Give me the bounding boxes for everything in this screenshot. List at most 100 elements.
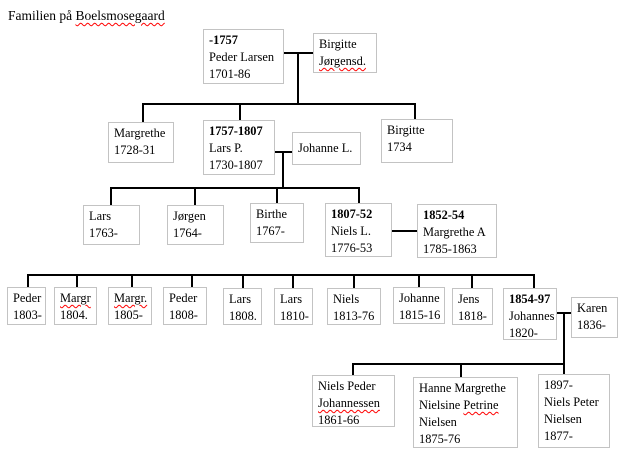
node-text-line: 1897-	[544, 378, 573, 392]
node-text-line: 1861-66	[318, 413, 360, 427]
node-text-line: 1776-53	[331, 241, 373, 255]
sibling-line-gen4	[27, 274, 535, 276]
node-margr-1805: Margr. 1805-	[108, 287, 152, 325]
drop-birgitte-1734	[414, 103, 416, 120]
node-text-line: 1763-	[89, 226, 118, 240]
node-text-line: 1877-	[544, 429, 573, 443]
node-text-line: Lars	[89, 209, 112, 223]
node-text-line: Nielsen	[419, 415, 457, 429]
node-text-line: Niels Peter	[544, 395, 599, 409]
node-birthe-1767: Birthe 1767-	[250, 203, 304, 243]
node-text-line: 1818-	[458, 309, 487, 323]
drop-johannes-1820	[533, 274, 535, 289]
node-text-line: Jørgen	[173, 209, 206, 223]
node-text-line: 1808-	[169, 308, 198, 322]
drop-jens-1818	[471, 274, 473, 289]
node-peder-1808: Peder 1808-	[163, 287, 207, 325]
node-margr-1804: Margr 1804.	[54, 287, 97, 325]
node-text-line: Lars	[229, 292, 252, 306]
node-text-line: 1805-	[114, 308, 143, 322]
title-misspelled-word: Boelsmosegaard	[75, 8, 165, 23]
node-lars-1763: Lars 1763-	[83, 205, 140, 245]
drop-peder-1808	[191, 274, 193, 288]
riser-gen3	[282, 151, 284, 189]
drop-jorgen-1764	[194, 187, 196, 206]
drop-niels-l	[358, 187, 360, 204]
node-text-line: Johanne L.	[298, 141, 353, 155]
node-text-line: 1852-54	[423, 208, 465, 222]
node-text-line: Nielsen	[544, 412, 582, 426]
drop-hanne-1875	[460, 363, 462, 378]
node-jens-1818: Jens 1818-	[452, 288, 493, 325]
node-text-line: Johannes	[509, 309, 555, 323]
node-text-line: 1854-97	[509, 292, 551, 306]
node-text-line: Margr	[60, 291, 91, 305]
node-text-line: Birthe	[256, 207, 287, 221]
node-johanne-1815: Johanne 1815-16	[393, 287, 445, 324]
drop-niels-1813	[353, 274, 355, 289]
drop-lars-1763	[110, 187, 112, 206]
page-title: Familien på Boelsmosegaard	[8, 8, 165, 24]
node-jorgen-1764: Jørgen 1764-	[167, 205, 224, 245]
marriage-line-johannes-karen	[557, 312, 573, 314]
node-text-line: 1767-	[256, 224, 285, 238]
node-text-line: 1813-76	[333, 309, 375, 323]
drop-peder-1803	[27, 274, 29, 288]
node-text-line: Lars	[280, 292, 303, 306]
node-text-line: -1757	[209, 33, 238, 47]
node-text-line: Birgitte	[387, 123, 425, 137]
node-text-line: Niels L.	[331, 224, 371, 238]
node-text-line: Johannessen	[318, 396, 380, 410]
drop-lars-1810	[292, 274, 294, 289]
drop-johanne-1815	[418, 274, 420, 288]
node-text-line: Margr.	[114, 291, 148, 305]
drop-lars-1808	[242, 274, 244, 289]
node-johanne-l: Johanne L.	[292, 132, 361, 165]
node-text-line: Hanne Margrethe	[419, 381, 506, 395]
sibling-line-gen2	[142, 103, 416, 105]
drop-niels-peder-1861	[352, 363, 354, 376]
node-margrethe-1728: Margrethe 1728-31	[108, 122, 174, 163]
marriage-line-nielsl-margrethea	[392, 230, 419, 232]
title-text: Familien på	[8, 8, 76, 23]
node-text-line: Margrethe A	[423, 225, 486, 239]
node-text-line: Peder Larsen	[209, 50, 275, 64]
sibling-line-gen3	[110, 187, 360, 189]
node-text-line: Peder	[169, 291, 198, 305]
drop-margrethe-1728	[142, 103, 144, 123]
node-text-line: 1757-1807	[209, 124, 263, 138]
node-text-line: 1785-1863	[423, 242, 477, 256]
node-text-line: 1815-16	[399, 308, 441, 322]
node-text-line: Margrethe	[114, 126, 166, 140]
node-text-line: 1875-76	[419, 432, 461, 446]
node-text-line: 1808.	[229, 309, 257, 323]
node-text-line: Jens	[458, 292, 480, 306]
node-text-line: Jørgensd.	[319, 54, 366, 68]
node-text-line: 1820-	[509, 326, 538, 340]
node-lars-1808: Lars 1808.	[223, 288, 262, 325]
riser-gen5	[563, 312, 565, 374]
node-text-line: 1764-	[173, 226, 202, 240]
node-text-line: 1807-52	[331, 207, 373, 221]
node-text-line: 1730-1807	[209, 158, 263, 172]
drop-margr-1804	[76, 274, 78, 288]
node-text-line: 1728-31	[114, 143, 156, 157]
node-text-line: 1804.	[60, 308, 88, 322]
sibling-line-gen5	[352, 363, 565, 365]
node-text-line: Peder	[13, 291, 42, 305]
node-text-line: Johanne	[399, 291, 440, 305]
